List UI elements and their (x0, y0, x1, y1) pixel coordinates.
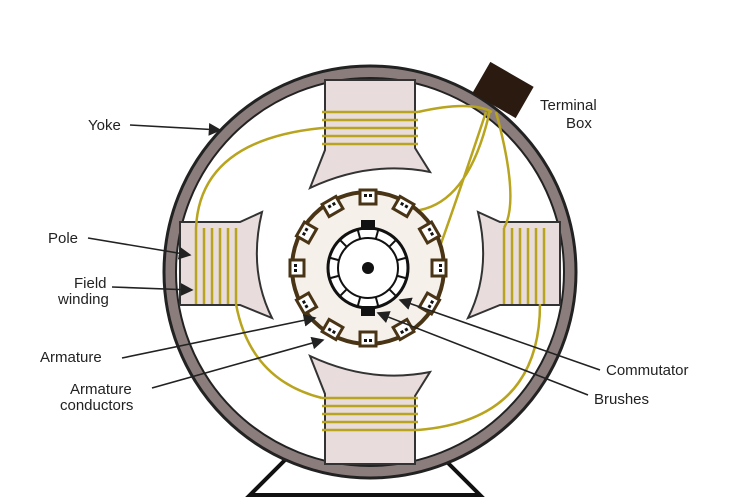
pole-top (308, 79, 433, 190)
pole-bottom (308, 354, 433, 465)
armature-slot (288, 258, 306, 278)
armature-slot (391, 194, 416, 219)
label-commutator: Commutator (606, 362, 689, 379)
armature-slot (430, 258, 448, 278)
commutator-segment (339, 239, 348, 248)
commutator-segment (374, 229, 380, 240)
armature-slot (358, 188, 378, 206)
commutator-segment (388, 239, 397, 248)
label-field-winding-1: Field (74, 275, 107, 292)
label-field-winding-2: winding (58, 291, 109, 308)
armature-slot (358, 330, 378, 348)
field-windings (194, 104, 546, 432)
label-armature-conductors-2: conductors (60, 397, 134, 414)
label-terminal-box-2: Box (566, 115, 592, 132)
terminal-box (472, 61, 534, 119)
label-yoke: Yoke (88, 117, 121, 134)
armature-slot (320, 194, 345, 219)
shaft (362, 262, 374, 274)
leader-arrows (87, 122, 601, 396)
commutator-segment (396, 256, 407, 262)
poles (179, 79, 561, 465)
pole-right (465, 210, 561, 320)
armature-slot (294, 291, 319, 316)
label-armature-conductors-1: Armature (70, 381, 132, 398)
commutator-segment (356, 229, 362, 240)
armature-slot (417, 220, 442, 245)
commutator-segment (356, 296, 362, 307)
brush-top (361, 220, 375, 230)
commutator-segment (388, 288, 397, 297)
label-terminal-box-1: Terminal (540, 97, 597, 114)
commutator-segment (339, 288, 348, 297)
commutator-segment (396, 274, 407, 280)
armature-slot (294, 220, 319, 245)
armature-conductors (288, 188, 448, 348)
commutator-segment (329, 274, 340, 280)
brush-bottom (361, 306, 375, 316)
label-armature: Armature (40, 349, 102, 366)
commutator-segment (374, 296, 380, 307)
label-pole: Pole (48, 230, 79, 247)
commutator-segment (329, 256, 340, 262)
armature-slot (320, 317, 345, 342)
pole-left (179, 210, 275, 320)
label-brushes: Brushes (594, 391, 650, 408)
